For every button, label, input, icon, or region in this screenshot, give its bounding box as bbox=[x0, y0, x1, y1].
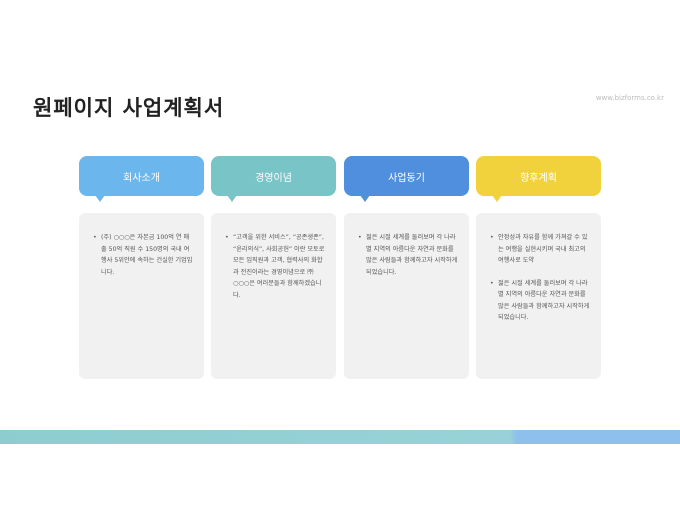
header-bubble-company-intro: 회사소개 bbox=[79, 156, 204, 202]
header-label: 경영이념 bbox=[255, 172, 292, 184]
page-title: 원페이지 사업계획서 bbox=[33, 96, 225, 120]
column-business-motive: 사업동기 젊은 시절 세계를 둘러보며 각 나라별 지역의 아름다운 자연과 문… bbox=[344, 156, 469, 379]
bubble-tail bbox=[227, 195, 237, 202]
site-url: www.bizforms.co.kr bbox=[595, 94, 664, 102]
bubble-tail bbox=[492, 195, 502, 202]
bubble-tail bbox=[360, 195, 370, 202]
bullet-item: 안정성과 자유를 함께 가져갈 수 있는 여행을 실현시키며 국내 최고의 여행… bbox=[490, 232, 591, 267]
header-label: 사업동기 bbox=[388, 172, 425, 184]
header-label: 향후계획 bbox=[520, 172, 557, 184]
bullet-item: (주) ○○○은 자본금 100억 연 매출 50억 직원 수 150명의 국내… bbox=[93, 232, 194, 278]
bullet-item: 젊은 시절 세계를 둘러보며 각 나라별 지역의 아름다운 자연과 문화를 많은… bbox=[358, 232, 459, 278]
column-management-philosophy: 경영이념 “고객을 위한 서비스”, “공존생존”, “윤리의식”, 사회공헌”… bbox=[211, 156, 336, 379]
column-company-intro: 회사소개 (주) ○○○은 자본금 100억 연 매출 50억 직원 수 150… bbox=[79, 156, 204, 379]
column-future-plan: 향후계획 안정성과 자유를 함께 가져갈 수 있는 여행을 실현시키며 국내 최… bbox=[476, 156, 601, 379]
bullet-item: “고객을 위한 서비스”, “공존생존”, “윤리의식”, 사회공헌” 이란 모… bbox=[225, 232, 326, 301]
content-card: “고객을 위한 서비스”, “공존생존”, “윤리의식”, 사회공헌” 이란 모… bbox=[211, 213, 336, 379]
header-label: 회사소개 bbox=[123, 172, 160, 184]
footer-gradient-bar bbox=[0, 430, 680, 444]
content-card: 안정성과 자유를 함께 가져갈 수 있는 여행을 실현시키며 국내 최고의 여행… bbox=[476, 213, 601, 379]
header-bubble-management-philosophy: 경영이념 bbox=[211, 156, 336, 202]
bubble-tail bbox=[95, 195, 105, 202]
header-bubble-business-motive: 사업동기 bbox=[344, 156, 469, 202]
content-card: 젊은 시절 세계를 둘러보며 각 나라별 지역의 아름다운 자연과 문화를 많은… bbox=[344, 213, 469, 379]
content-card: (주) ○○○은 자본금 100억 연 매출 50억 직원 수 150명의 국내… bbox=[79, 213, 204, 379]
header-bubble-future-plan: 향후계획 bbox=[476, 156, 601, 202]
bullet-item: 젊은 시절 세계를 둘러보며 각 나라별 지역의 아름다운 자연과 문화를 많은… bbox=[490, 278, 591, 324]
